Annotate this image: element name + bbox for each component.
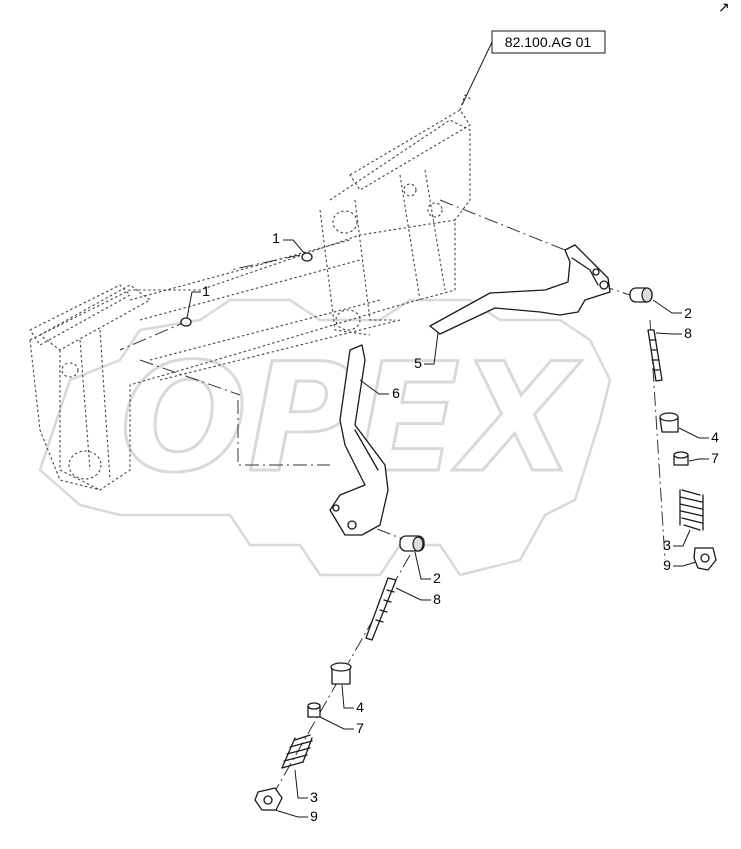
callout-6: 6 (359, 379, 400, 401)
corner-mark: ↗ (718, 0, 730, 15)
callout-9-lower: 9 (274, 808, 318, 824)
callout-number: 2 (684, 305, 692, 321)
callout-number: 8 (684, 325, 692, 341)
sleeve-right (673, 451, 689, 466)
spring-right (679, 489, 704, 531)
callout-number: 4 (711, 429, 719, 445)
callout-number: 4 (356, 699, 364, 715)
callout-5: 5 (414, 332, 439, 371)
callout-number: 5 (414, 355, 422, 371)
callout-3-right: 3 (663, 529, 691, 553)
callout-4-right: 4 (678, 427, 719, 445)
rod-lower (365, 577, 397, 641)
callout-2-lower: 2 (414, 551, 441, 586)
bushing-lower (330, 662, 352, 685)
callout-2-right: 2 (652, 299, 692, 321)
callout-1-upper: 1 (272, 230, 306, 255)
callout-group: 1 1 2 8 5 6 4 7 (186, 230, 719, 824)
watermark-gear (38, 298, 612, 577)
watermark-logo: OPEX (38, 298, 612, 577)
callout-number: 9 (663, 557, 671, 573)
rod-right (647, 329, 663, 382)
reference-link[interactable]: 82.100.AG 01 (461, 30, 606, 106)
callout-number: 2 (433, 570, 441, 586)
callout-9-right: 9 (663, 557, 697, 573)
callout-number: 3 (310, 789, 318, 805)
pin-right (629, 287, 653, 303)
callout-8-right: 8 (655, 325, 692, 341)
callout-number: 7 (711, 450, 719, 466)
callout-number: 6 (392, 385, 400, 401)
callout-number: 1 (272, 230, 280, 246)
lever-right (429, 244, 611, 335)
frame-assembly (29, 94, 473, 491)
cap-right (693, 547, 717, 571)
callout-4-lower: 4 (341, 684, 364, 715)
callout-number: 3 (663, 537, 671, 553)
spring-lower (281, 734, 313, 769)
pin-lower (399, 535, 425, 552)
callout-8-lower: 8 (395, 587, 441, 607)
bushing-right (659, 412, 679, 433)
nut-lower (180, 317, 192, 327)
callout-number: 1 (202, 283, 210, 299)
callout-7-right: 7 (688, 450, 719, 466)
sleeve-lower (307, 702, 321, 718)
callout-3-lower: 3 (294, 769, 318, 805)
callout-1-lower: 1 (186, 283, 210, 319)
nut-upper (301, 252, 313, 262)
callout-number: 8 (433, 591, 441, 607)
callout-7-lower: 7 (319, 716, 364, 736)
cap-lower (254, 787, 283, 811)
reference-label[interactable]: 82.100.AG 01 (505, 34, 592, 50)
callout-number: 9 (310, 808, 318, 824)
callout-number: 7 (356, 720, 364, 736)
